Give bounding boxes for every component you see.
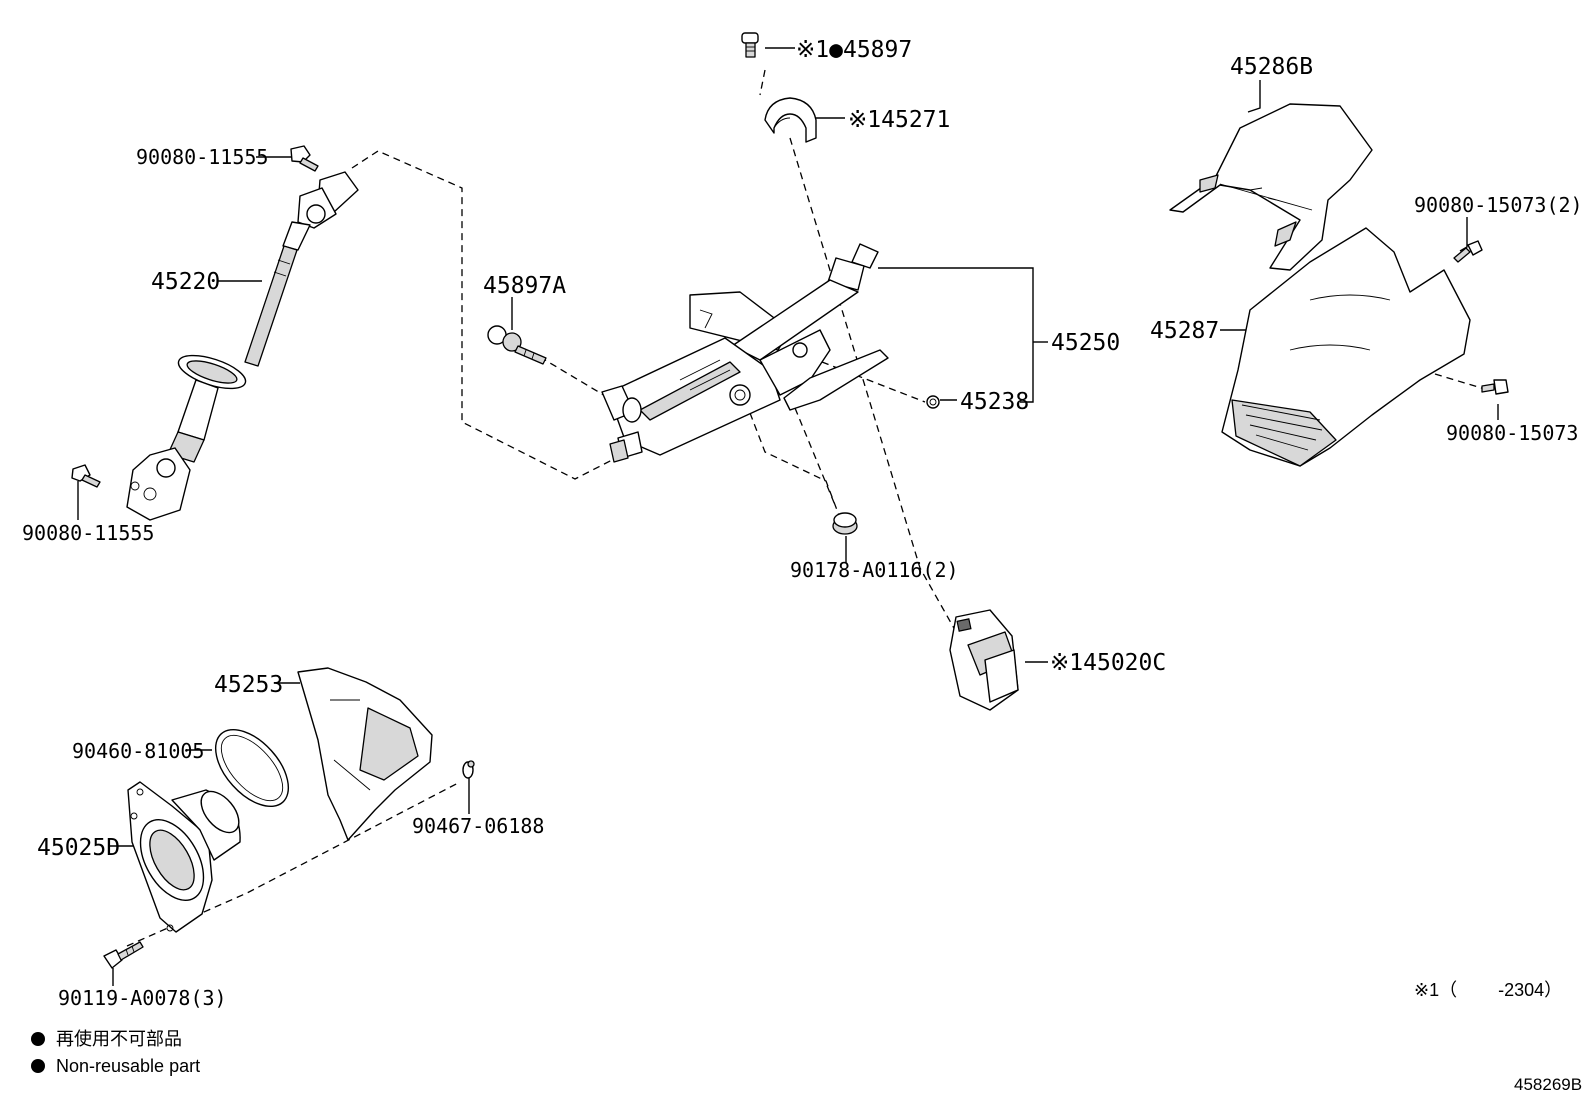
clip-90467-06188-drawing [462, 760, 475, 779]
intermediate-shaft-45220-drawing [126, 171, 359, 521]
bolt-90080-11555-bottom-drawing [71, 464, 101, 488]
label-45020C: ※145020C [1050, 650, 1166, 676]
clip-45271-drawing [764, 97, 817, 143]
nut-90178-A0116-drawing [832, 512, 858, 535]
legend-dot-icon [31, 1032, 45, 1046]
label-90080-11555-bottom: 90080-11555 [22, 521, 154, 545]
figure-id: 458269B [1514, 1075, 1582, 1094]
label-45238: 45238 [960, 389, 1029, 415]
lock-45020C-drawing [949, 609, 1019, 711]
footnote-production-range: ※1（ -2304） [1414, 980, 1562, 1000]
boot-45025D-drawing [127, 781, 241, 933]
label-90119-A0078: 90119-A0078(3) [58, 986, 227, 1010]
hole-cover-45253-drawing [297, 667, 433, 841]
assembly-line-90080-15073 [1434, 373, 1489, 391]
assembly-line-90178 [749, 407, 841, 519]
lower-cover-45287-drawing [1221, 227, 1471, 467]
assembly-line-45897A [539, 356, 613, 401]
legend-text-ja: 再使用不可部品 [56, 1029, 182, 1049]
label-45287: 45287 [1150, 318, 1219, 344]
label-45286B: 45286B [1230, 54, 1313, 80]
assembly-line-90119-to-90467 [126, 781, 461, 947]
label-45271: ※145271 [848, 107, 950, 133]
label-45897A: 45897A [483, 273, 566, 299]
leader-45286B [1247, 80, 1261, 113]
leader-45250 [878, 267, 1034, 403]
assembly-line-shaft-to-column [351, 150, 613, 480]
legend-text-en: Non-reusable part [56, 1056, 200, 1076]
bolt-90119-A0078-drawing [103, 941, 144, 969]
label-45253: 45253 [214, 672, 283, 698]
bolt-90080-15073-2-drawing [1453, 240, 1483, 263]
label-90467-06188: 90467-06188 [412, 814, 544, 838]
bolt-90080-15073-drawing [1481, 379, 1509, 395]
bolt-90080-11555-top-drawing [290, 145, 319, 172]
steering-column-45250-drawing [601, 243, 889, 463]
upper-cover-45286B-drawing [1169, 103, 1373, 271]
bolt-45897A-drawing [487, 325, 547, 365]
label-45025D: 45025D [37, 835, 120, 861]
label-45250: 45250 [1051, 330, 1120, 356]
label-90178-A0116: 90178-A0116(2) [790, 558, 959, 582]
nut-45238-drawing [926, 395, 940, 409]
label-90080-15073: 90080-15073 [1446, 421, 1578, 445]
leader-90080-15073-2 [1459, 217, 1468, 252]
label-45220: 45220 [151, 269, 220, 295]
legend-dot-icon [31, 1059, 45, 1073]
label-90080-11555-top: 90080-11555 [136, 145, 268, 169]
bolt-45897-drawing [741, 32, 759, 58]
seal-ring-90460-81005-drawing [214, 728, 290, 808]
label-90460-81005: 90460-81005 [72, 739, 204, 763]
label-45897: ※1●45897 [796, 37, 912, 63]
label-90080-15073-2: 90080-15073(2) [1414, 193, 1583, 217]
